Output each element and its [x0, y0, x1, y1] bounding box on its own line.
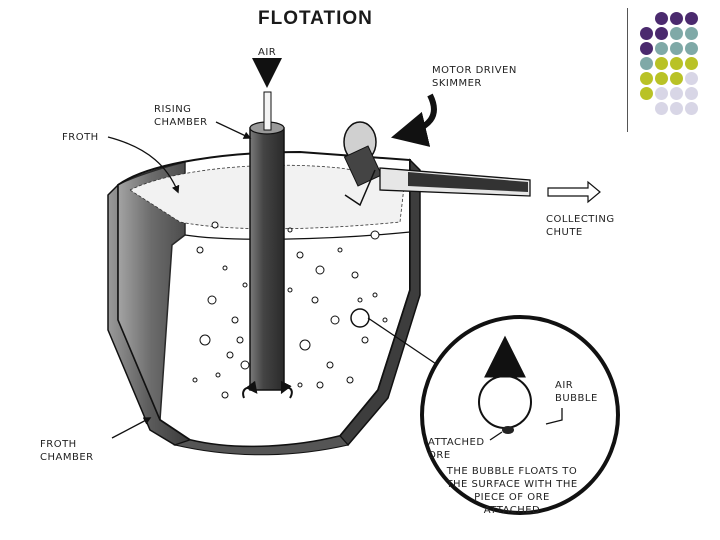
magnified-bubble-view	[420, 315, 620, 515]
decor-dot	[655, 102, 668, 115]
bubble	[299, 339, 311, 351]
froth-chamber-label-line1: FROTH	[40, 439, 77, 450]
bubble-caption-line3: PIECE OF ORE	[474, 492, 550, 503]
collecting-chute-label-line1: COLLECTING	[546, 214, 615, 225]
bubbles-group	[192, 221, 388, 399]
bubble	[311, 296, 319, 304]
decor-dot	[685, 42, 698, 55]
motor-skimmer-label-line1: MOTOR DRIVEN	[432, 65, 517, 76]
decorative-dot-grid	[640, 10, 720, 130]
attached-ore-label-line2: ORE	[428, 450, 451, 461]
bubble	[240, 360, 250, 370]
bubble	[222, 265, 228, 271]
attached-ore-label-line1: ATTACHED	[428, 437, 485, 448]
air-bubble-label-line2: BUBBLE	[555, 393, 598, 404]
bubble	[316, 381, 324, 389]
bubble	[207, 295, 217, 305]
air-bubble-label: AIR BUBBLE	[555, 379, 598, 405]
bubble	[221, 391, 229, 399]
decor-dot	[670, 57, 683, 70]
divider-line	[627, 8, 628, 132]
bubble	[226, 351, 234, 359]
rising-chamber-label-line1: RISING	[154, 104, 192, 115]
focus-circle	[350, 308, 370, 328]
decor-dot	[640, 57, 653, 70]
rising-chamber-label: RISING CHAMBER	[154, 103, 208, 129]
bubble	[370, 230, 380, 240]
bubble	[296, 251, 304, 259]
bubble-caption-line2: THE SURFACE WITH THE	[446, 479, 578, 490]
decor-dot	[655, 42, 668, 55]
bubble	[337, 247, 343, 253]
froth-chamber-label: FROTH CHAMBER	[40, 438, 94, 464]
bubble	[330, 315, 340, 325]
bubble	[372, 292, 378, 298]
decor-dot	[670, 12, 683, 25]
bubble	[199, 334, 211, 346]
attached-ore-label: ATTACHED ORE	[428, 436, 485, 462]
bubble	[382, 317, 388, 323]
bubble-caption: THE BUBBLE FLOATS TO THE SURFACE WITH TH…	[432, 465, 592, 517]
bubble	[242, 282, 248, 288]
decor-dot	[685, 102, 698, 115]
bubble	[287, 287, 293, 293]
bubble	[297, 382, 303, 388]
bubble	[196, 246, 204, 254]
air-bubble-label-line1: AIR	[555, 380, 574, 391]
decor-dot	[670, 72, 683, 85]
decor-dot	[670, 27, 683, 40]
decor-dot	[685, 27, 698, 40]
decor-dot	[685, 87, 698, 100]
decor-dot	[670, 42, 683, 55]
bubble	[192, 377, 198, 383]
decor-dot	[670, 87, 683, 100]
air-label: AIR	[258, 47, 277, 58]
bubble	[326, 361, 334, 369]
froth-chamber-label-line2: CHAMBER	[40, 452, 94, 463]
decor-dot	[685, 12, 698, 25]
decor-dot	[655, 72, 668, 85]
collecting-chute	[379, 167, 601, 204]
motor-skimmer-label-line2: SKIMMER	[432, 78, 482, 89]
froth-label: FROTH	[62, 132, 99, 143]
collecting-chute-label: COLLECTING CHUTE	[546, 213, 615, 239]
bubble	[287, 227, 293, 233]
bubble	[351, 271, 359, 279]
decor-dot	[640, 72, 653, 85]
leader-lines	[107, 121, 449, 439]
bubble	[357, 297, 363, 303]
decor-dot	[640, 87, 653, 100]
decor-dot	[670, 102, 683, 115]
collecting-chute-label-line2: CHUTE	[546, 227, 583, 238]
bubble	[231, 316, 239, 324]
rising-chamber-label-line2: CHAMBER	[154, 117, 208, 128]
bubble-caption-line4: ATTACHED	[483, 505, 541, 516]
bubble-caption-line1: THE BUBBLE FLOATS TO	[446, 466, 578, 477]
skimmer	[343, 93, 437, 207]
diagram-title: FLOTATION	[258, 8, 373, 29]
decor-dot	[655, 87, 668, 100]
decor-dot	[685, 57, 698, 70]
motor-skimmer-label: MOTOR DRIVEN SKIMMER	[432, 64, 517, 90]
decor-dot	[655, 57, 668, 70]
bubble	[315, 265, 325, 275]
decor-dot	[685, 72, 698, 85]
bubble	[346, 376, 354, 384]
decor-dot	[655, 12, 668, 25]
bubble	[211, 221, 219, 229]
decor-dot	[640, 42, 653, 55]
bubble	[215, 372, 221, 378]
decor-dot	[640, 27, 653, 40]
bubble	[236, 336, 244, 344]
decor-dot	[655, 27, 668, 40]
bubble	[361, 336, 369, 344]
rising-chamber-pipe	[242, 91, 293, 399]
